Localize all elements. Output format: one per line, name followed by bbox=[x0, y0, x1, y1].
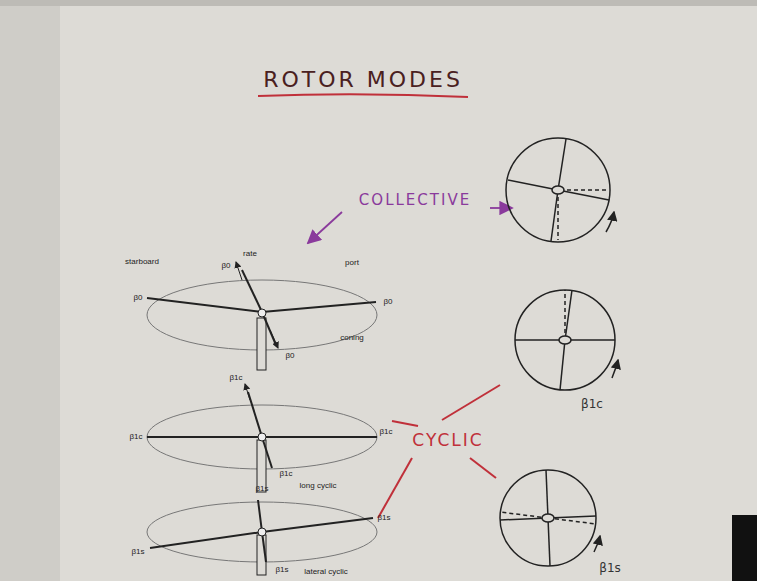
angle-label: β1c bbox=[379, 428, 392, 436]
side-label: port bbox=[345, 259, 359, 267]
angle-label: β1s bbox=[131, 548, 144, 556]
mode-label: COLLECTIVE bbox=[359, 193, 471, 208]
angle-label: β1c bbox=[279, 470, 292, 478]
mode-caption: lateral cyclic bbox=[304, 568, 348, 576]
mode-caption: long cyclic bbox=[300, 482, 337, 490]
angle-label: β0 bbox=[383, 298, 392, 306]
side-label: starboard bbox=[125, 258, 159, 266]
angle-label: β1c bbox=[129, 433, 142, 441]
angle-label: β1s bbox=[255, 485, 268, 493]
axis-label: rate bbox=[243, 250, 257, 258]
angle-label: β1s bbox=[377, 514, 390, 522]
mode-label: CYCLIC bbox=[412, 432, 483, 449]
mode-caption: coning bbox=[340, 334, 364, 342]
angle-label: β1s bbox=[275, 566, 288, 574]
handwritten-label: β1s bbox=[599, 562, 621, 574]
handwritten-label: β1c bbox=[581, 398, 603, 410]
angle-label: β0 bbox=[221, 262, 230, 270]
angle-label: β0 bbox=[285, 352, 294, 360]
angle-label: β1c bbox=[229, 374, 242, 382]
angle-label: β0 bbox=[133, 294, 142, 302]
diagram-title: ROTOR MODES bbox=[263, 69, 463, 91]
